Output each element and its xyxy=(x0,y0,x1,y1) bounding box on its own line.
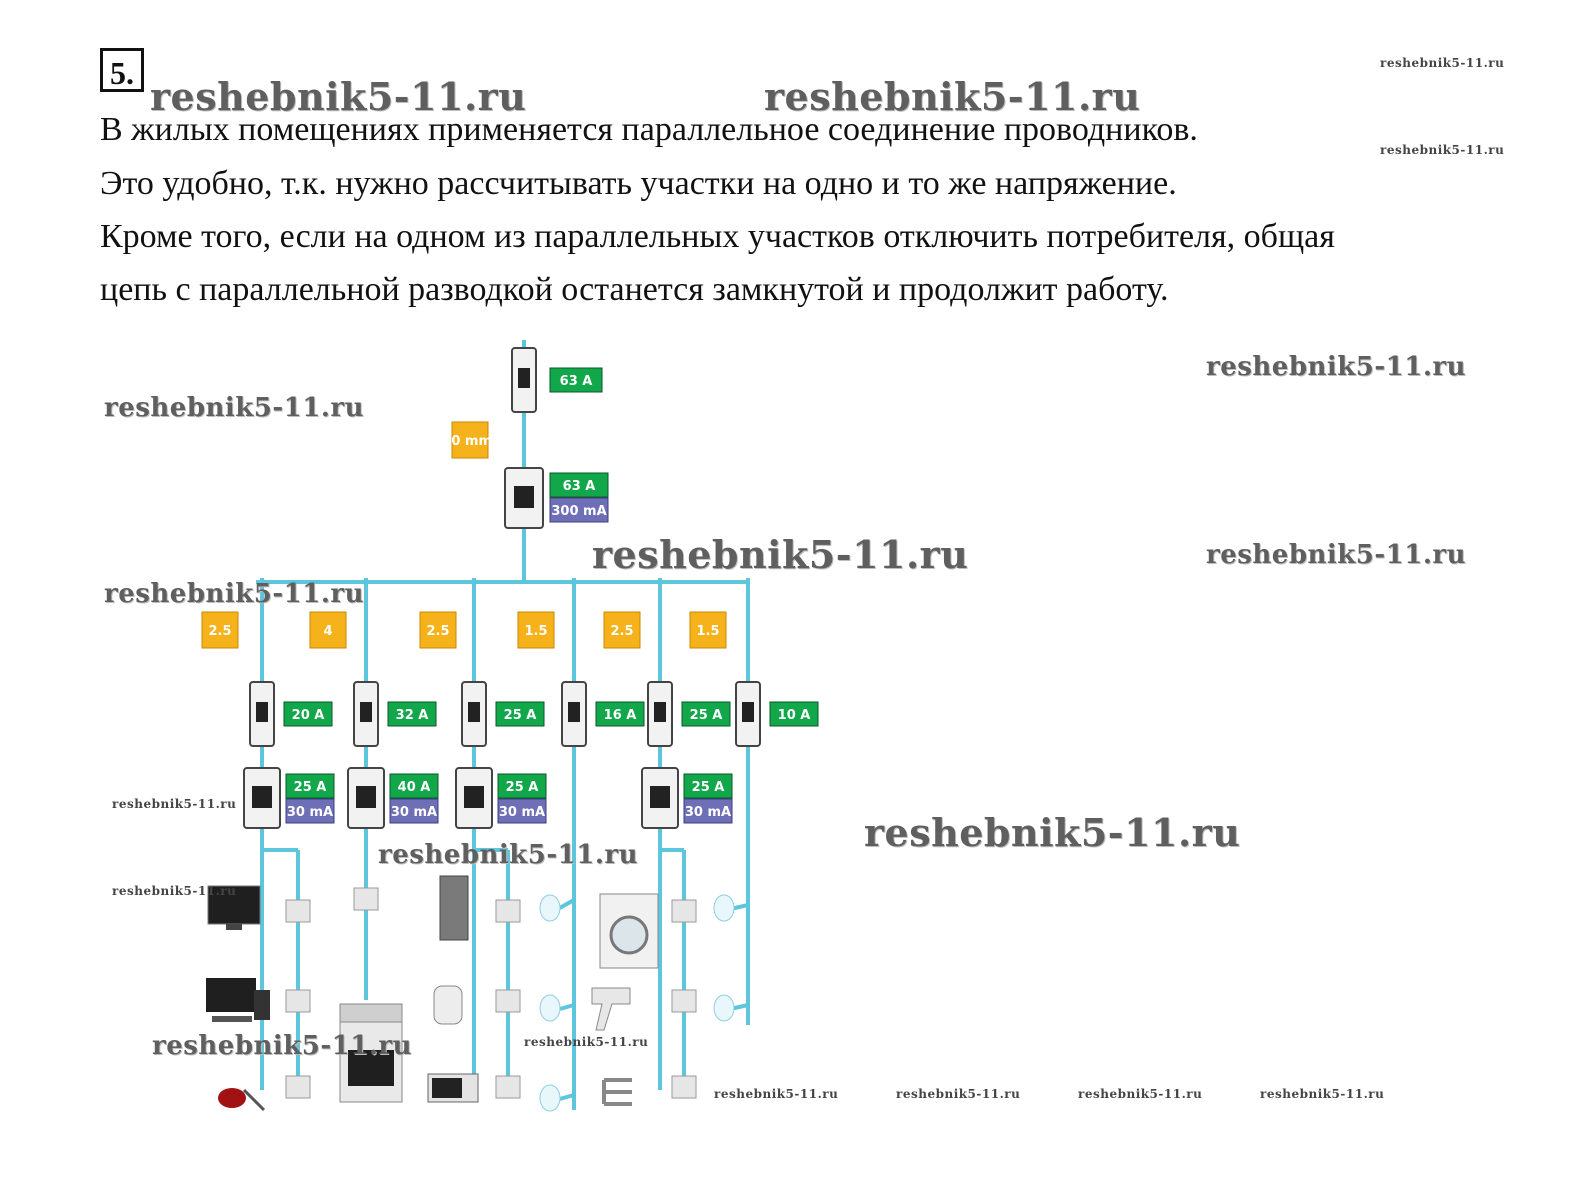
cable-section-label: 2.5 xyxy=(610,624,633,639)
branch-rcd: 25 A 30 mA xyxy=(243,767,335,829)
main-rcd: 63 A 300 mA xyxy=(504,467,609,529)
branch-rcd: 25 A 30 mA xyxy=(641,767,733,829)
watermark: reshebnik5-11.ru xyxy=(112,797,237,811)
branch-breaker: 25 A xyxy=(461,681,545,747)
cable-section-tag: 2.5 xyxy=(603,611,641,649)
branch-breaker-label: 10 A xyxy=(778,708,811,723)
branch-rcd: 40 A 30 mA xyxy=(347,767,439,829)
appliance-kettle xyxy=(433,985,463,1025)
appliance-computer xyxy=(206,978,270,1022)
branch-breaker: 20 A xyxy=(249,681,333,747)
cable-section-tag: 2.5 xyxy=(419,611,457,649)
watermark: reshebnik5-11.ru xyxy=(150,74,527,119)
branch-rcd-leak: 30 mA xyxy=(499,805,545,820)
cable-section-tag: 4 xyxy=(309,611,347,649)
cable-section-label: 2.5 xyxy=(208,624,231,639)
branch-rcd: 25 A 30 mA xyxy=(455,767,547,829)
branch-breaker-label: 25 A xyxy=(504,708,537,723)
watermark: reshebnik5-11.ru xyxy=(864,810,1241,855)
watermark: reshebnik5-11.ru xyxy=(378,840,639,870)
appliance-microwave xyxy=(427,1073,479,1103)
appliance-fridge xyxy=(439,875,469,941)
branch-breaker-label: 25 A xyxy=(690,708,723,723)
paragraph-line-1: В жилых помещениях применяется параллель… xyxy=(100,111,1198,148)
watermark: reshebnik5-11.ru xyxy=(1260,1087,1385,1101)
branch-rcd-leak: 30 mA xyxy=(391,805,437,820)
branch-rcd-leak: 30 mA xyxy=(287,805,333,820)
cable-section-label: 4 xyxy=(323,624,332,639)
appliance-hairdryer xyxy=(591,987,631,1031)
watermark: reshebnik5-11.ru xyxy=(1206,352,1467,382)
watermark: reshebnik5-11.ru xyxy=(152,1031,413,1061)
paragraph-line-4: цепь с параллельной разводкой останется … xyxy=(100,271,1169,308)
branch-rcd-rating: 25 A xyxy=(294,780,327,795)
watermark: reshebnik5-11.ru xyxy=(1078,1087,1203,1101)
watermark: reshebnik5-11.ru xyxy=(112,884,237,898)
branch-breaker-label: 16 A xyxy=(604,708,637,723)
watermark: reshebnik5-11.ru xyxy=(524,1035,649,1049)
appliance-stove xyxy=(339,1003,403,1103)
cable-section-label: 1.5 xyxy=(696,624,719,639)
watermark: reshebnik5-11.ru xyxy=(1380,56,1505,70)
cable-section-label: 1.5 xyxy=(524,624,547,639)
cable-main-tag xyxy=(451,421,489,459)
appliance-tv xyxy=(207,885,261,930)
bulb-icon xyxy=(539,894,735,1112)
main-rcd-rating: 63 A xyxy=(563,479,596,494)
watermark: reshebnik5-11.ru xyxy=(764,74,1141,119)
cable-section-tag: 1.5 xyxy=(517,611,555,649)
branch-breaker: 10 A xyxy=(735,681,819,747)
watermark: reshebnik5-11.ru xyxy=(104,393,365,423)
branch-rcd-leak: 30 mA xyxy=(685,805,731,820)
cable-section-tag: 2.5 xyxy=(201,611,239,649)
branch-breaker: 25 A xyxy=(647,681,731,747)
appliance-vacuum xyxy=(218,1088,266,1112)
main-breaker: 63 A xyxy=(511,347,603,413)
cable-section-tag: 1.5 xyxy=(689,611,727,649)
paragraph-line-3: Кроме того, если на одном из параллельны… xyxy=(100,218,1335,255)
watermark: reshebnik5-11.ru xyxy=(1380,143,1505,157)
main-breaker-label: 63 A xyxy=(560,374,593,389)
branch-breaker-label: 20 A xyxy=(292,708,325,723)
appliance-towel-heater xyxy=(602,1078,632,1106)
appliance-washing-machine xyxy=(599,893,659,969)
socket-icon xyxy=(285,887,697,1099)
watermark: reshebnik5-11.ru xyxy=(1206,540,1467,570)
branch-rcd-rating: 40 A xyxy=(398,780,431,795)
watermark: reshebnik5-11.ru xyxy=(104,579,365,609)
branch-rcd-rating: 25 A xyxy=(692,780,725,795)
cable-main-label: 10 mm² xyxy=(442,434,497,449)
watermark: reshebnik5-11.ru xyxy=(896,1087,1021,1101)
watermark: reshebnik5-11.ru xyxy=(714,1087,839,1101)
branch-breaker: 16 A xyxy=(561,681,645,747)
main-rcd-leak: 300 mA xyxy=(551,504,606,519)
watermark: reshebnik5-11.ru xyxy=(592,532,969,577)
task-number: 5. xyxy=(100,48,144,92)
branch-breaker-label: 32 A xyxy=(396,708,429,723)
branch-rcd-rating: 25 A xyxy=(506,780,539,795)
paragraph-line-2: Это удобно, т.к. нужно рассчитывать учас… xyxy=(100,165,1177,202)
branch-breaker: 32 A xyxy=(353,681,437,747)
cable-section-label: 2.5 xyxy=(426,624,449,639)
